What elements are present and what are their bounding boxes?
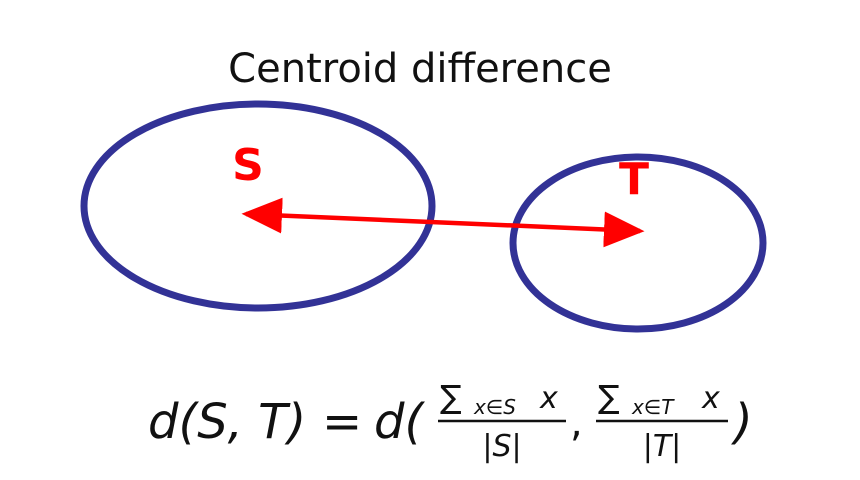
fraction-1-sum-icon: ∑ [440,378,462,416]
formula-lhs: d(S, T) [148,394,306,450]
fraction-1-denominator: |S| [482,429,521,464]
set-s-ellipse [80,100,436,312]
set-s-label: S [232,140,264,191]
fraction-2-denominator: |T| [643,429,682,464]
set-t-label: T [619,154,649,205]
fraction-2-variable: x [701,381,720,416]
fraction-1-subscript: x∈S [473,395,516,419]
formula-equals: = [322,394,362,450]
fraction-1-variable: x [539,381,558,416]
formula-rhs-func: d( [374,394,425,450]
fraction-1: ∑ x∈S x |S| [438,378,566,464]
formula-comma: , [570,400,583,446]
fraction-2-subscript: x∈T [631,395,675,419]
fraction-2-sum-icon: ∑ [598,378,620,416]
fraction-2: ∑ x∈T x |T| [596,378,728,464]
centroid-distance-formula: d(S, T) = d( ∑ x∈S x |S| , ∑ x∈T x |T| ) [148,378,753,464]
diagram-title: Centroid difference [228,46,612,92]
formula-close-paren: ) [731,394,753,450]
centroid-distance-arrow-icon [241,197,645,248]
